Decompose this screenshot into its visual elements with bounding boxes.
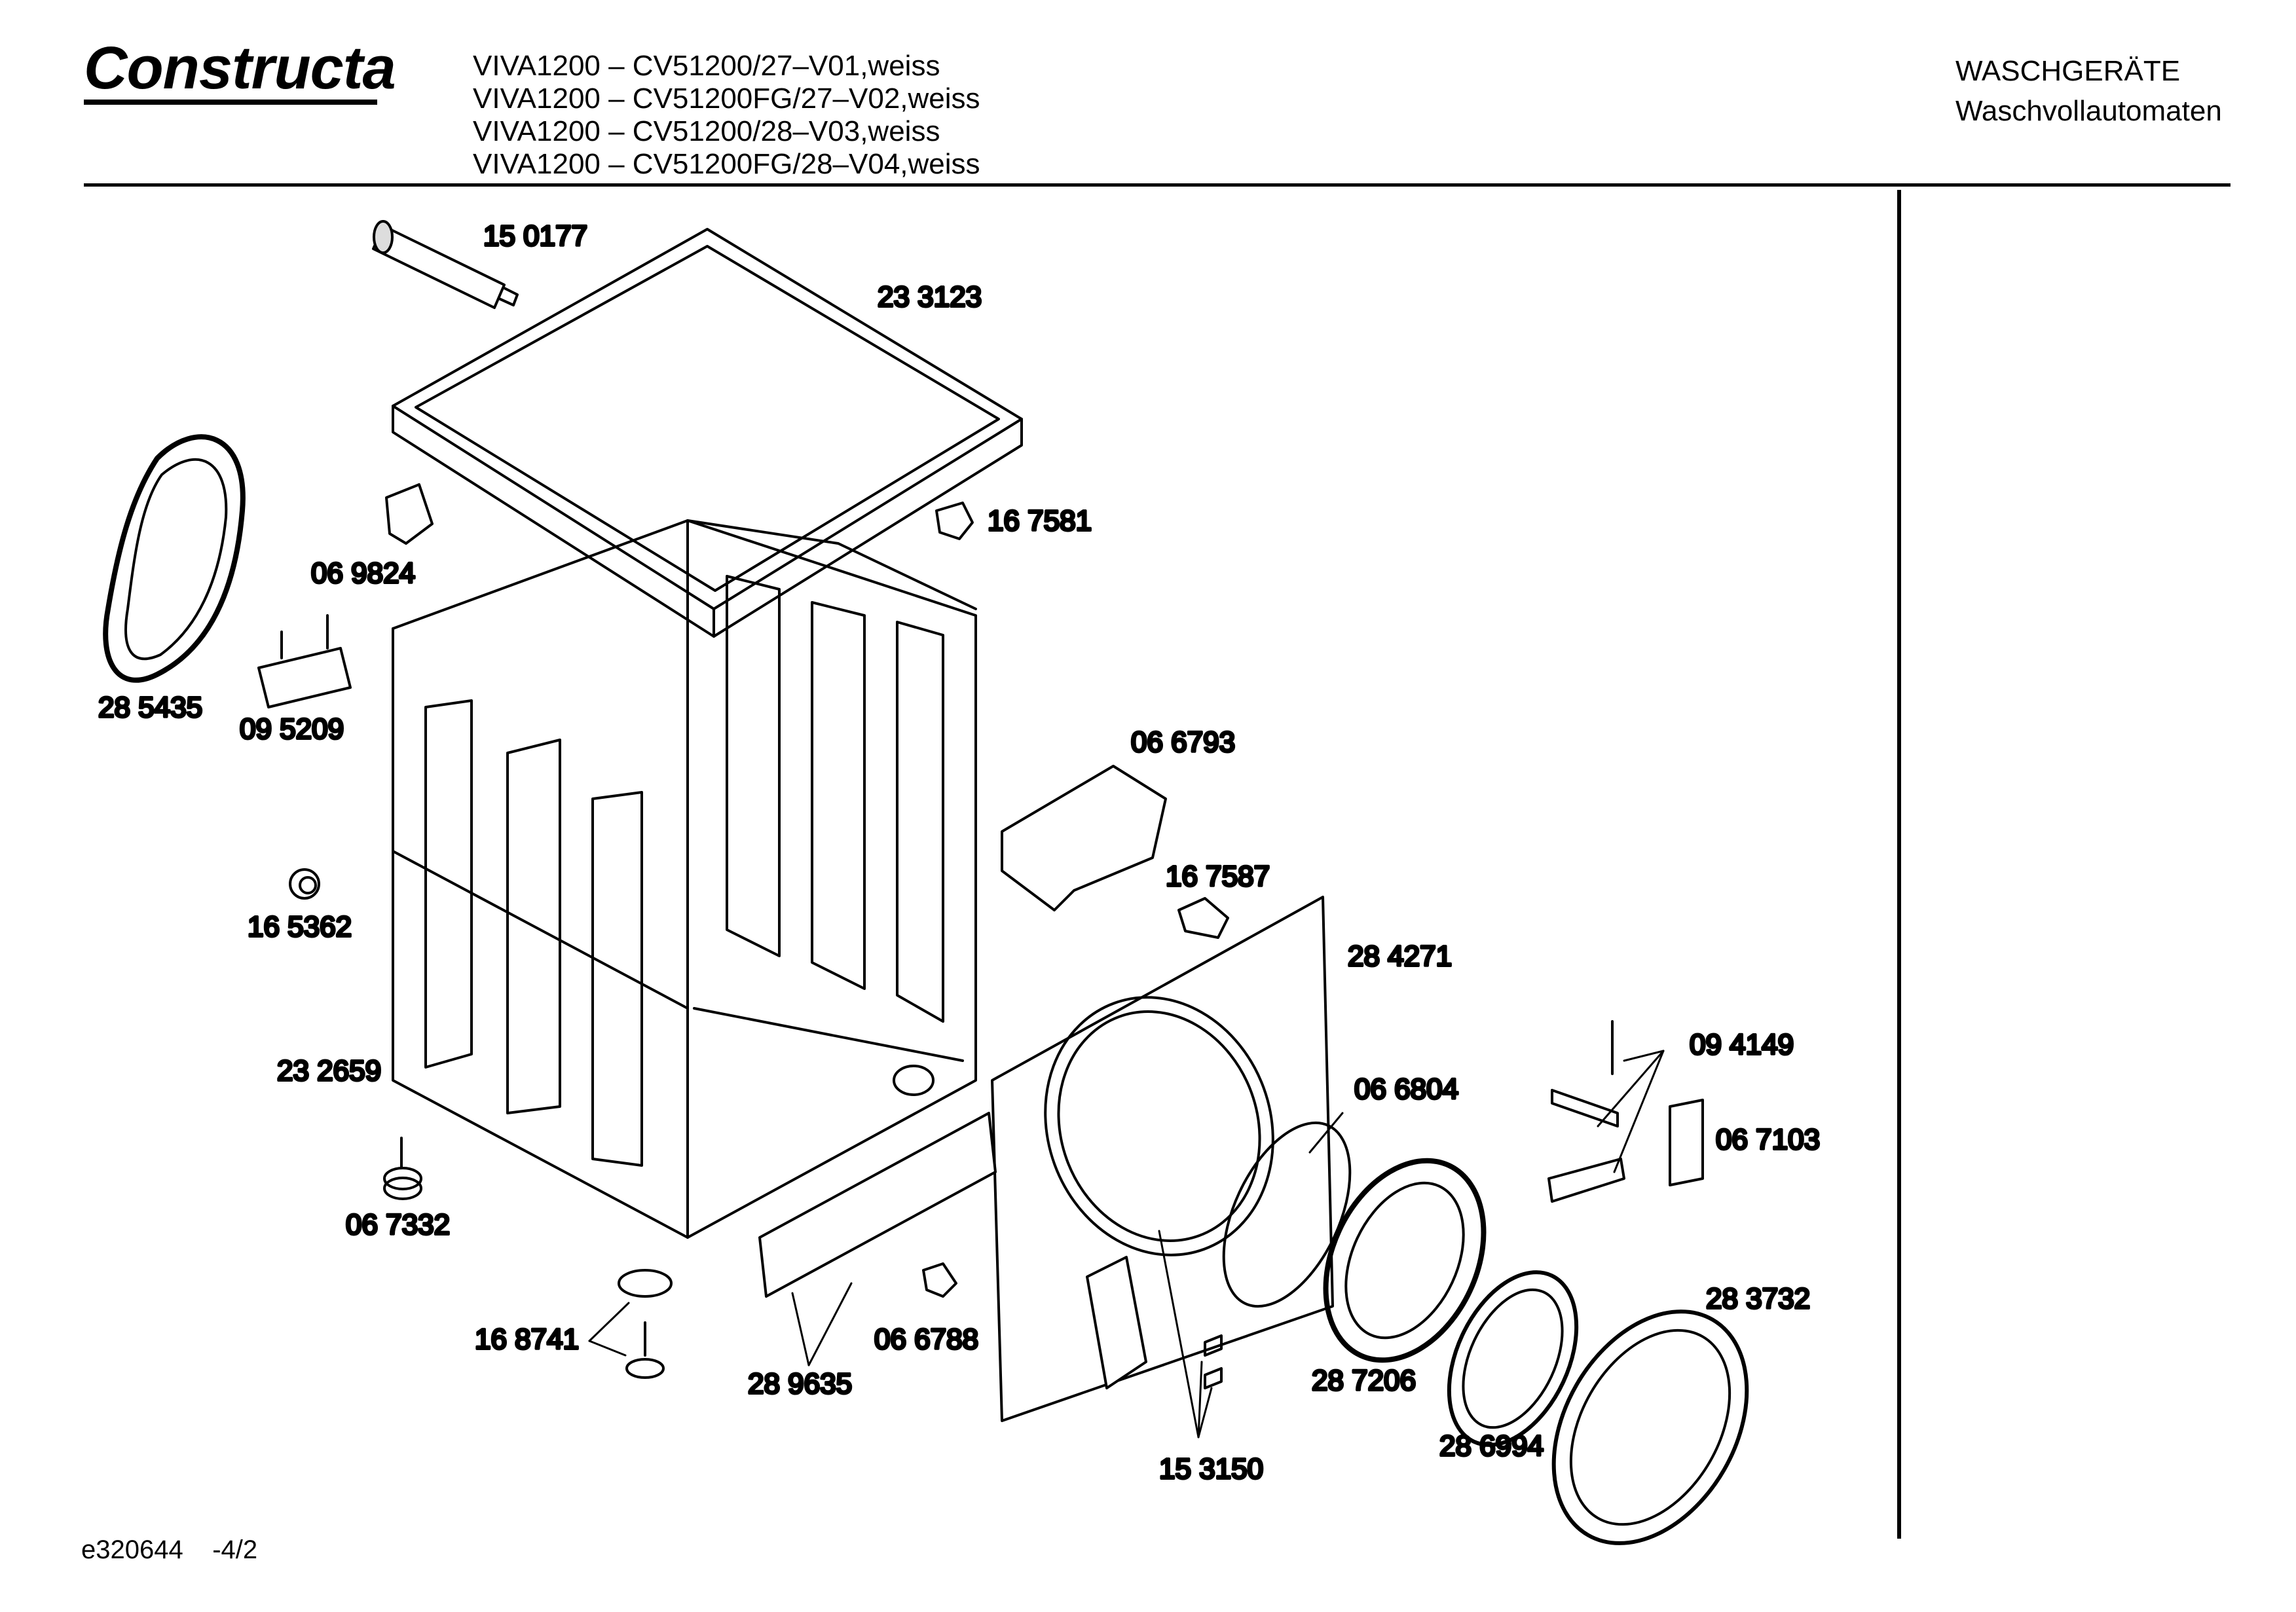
part-label: 06 6804 [1354,1073,1458,1105]
part-label: 15 3150 [1159,1453,1263,1485]
adjustable-foot-part [618,1269,673,1379]
category-block: WASCHGERÄTE Waschvollautomaten [1955,51,2222,131]
part-label: 28 6994 [1439,1430,1544,1462]
part-label: 06 7103 [1716,1124,1820,1156]
front-panel-part [991,896,1334,1422]
hinge-part [1086,1256,1147,1389]
pin-part [922,1262,957,1298]
part-label: 09 4149 [1690,1029,1794,1061]
part-label: 16 7587 [1166,860,1270,892]
part-label: 06 7332 [346,1209,450,1241]
door-lock-part [1001,765,1167,911]
part-label: 28 5435 [98,691,202,724]
part-label: 28 4271 [1348,940,1452,972]
drain-hose-part [372,220,519,309]
inner-door-ring-part [1447,1270,1579,1447]
model-line: VIVA1200 – CV51200/28–V03,weiss [473,115,940,147]
front-strip-part [758,1112,997,1298]
part-label: 15 0177 [483,220,587,252]
cabinet-frame-part [392,519,977,1239]
model-list: VIVA1200 – CV51200/27–V01,weiss VIVA1200… [473,50,980,181]
footer: e320644 -4/2 [81,1535,257,1565]
clip-part-2 [1177,897,1229,939]
outer-door-ring-part [1551,1310,1749,1545]
cap-part [289,868,320,900]
part-label: 16 8741 [475,1323,579,1355]
side-rule [1897,190,1901,1539]
part-label: 23 3123 [878,281,982,313]
category-subtitle: Waschvollautomaten [1955,95,2222,127]
doc-id: e320644 [81,1535,183,1564]
lever-part [1547,1020,1704,1203]
part-label: 09 5209 [240,713,344,745]
header-rule [84,183,2231,187]
leader-lines [588,1050,1665,1438]
part-label: 28 3732 [1706,1283,1810,1315]
holder-part [257,614,352,708]
foot-part [383,1137,422,1200]
hose-loop-part [103,434,246,683]
part-label: 28 7206 [1312,1365,1416,1397]
part-label: 06 9824 [311,557,415,589]
model-line: VIVA1200 – CV51200/27–V01,weiss [473,50,940,82]
logo-underline [84,100,377,105]
part-label: 16 5362 [248,911,352,943]
page-number: -4/2 [212,1535,258,1564]
part-label: 23 2659 [277,1055,381,1087]
door-seal-part [1323,1158,1487,1363]
part-label: 06 6788 [874,1323,978,1355]
part-label: 16 7581 [988,505,1092,537]
part-label: 28 9635 [748,1368,852,1400]
category-title: WASCHGERÄTE [1955,55,2181,87]
part-label: 06 6793 [1131,726,1235,758]
clip-part [935,502,974,540]
top-cover-part [392,228,1023,638]
bracket-part [385,483,434,545]
model-line: VIVA1200 – CV51200FG/28–V04,weiss [473,148,980,180]
constructa-logo: Constructa [84,35,396,101]
model-line: VIVA1200 – CV51200FG/27–V02,weiss [473,82,980,115]
